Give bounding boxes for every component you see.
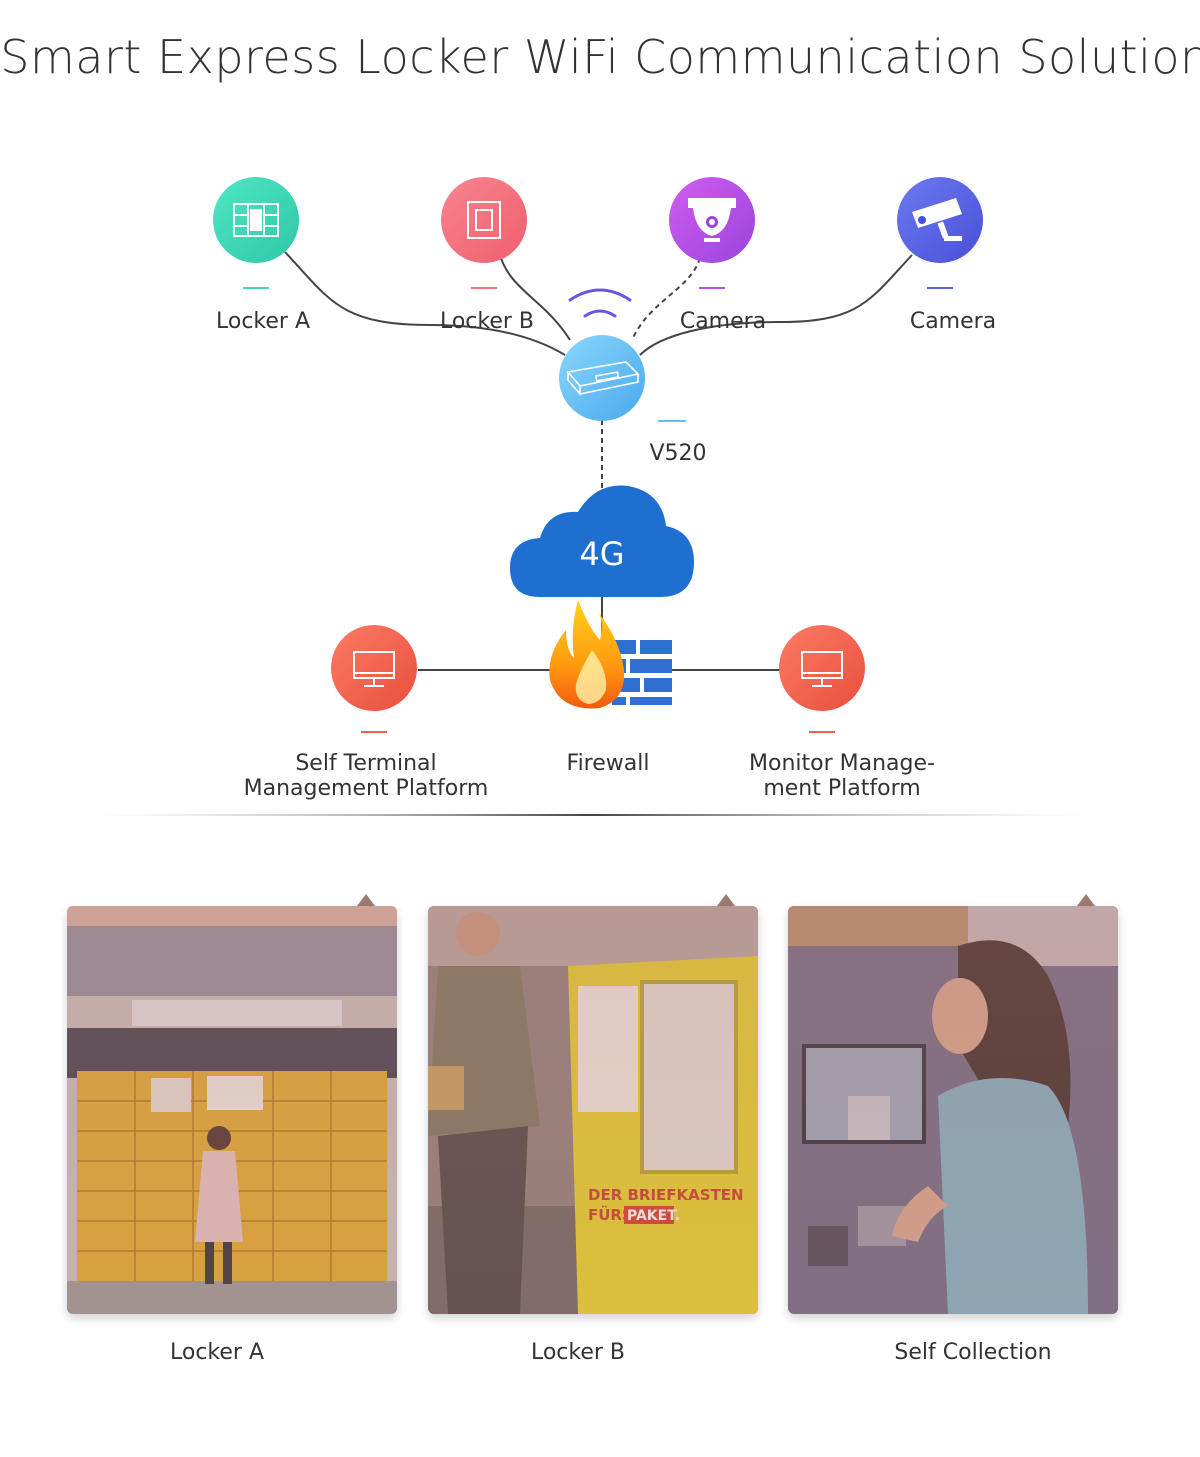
locker-door-icon [467, 201, 501, 239]
label-router: V520 [649, 441, 707, 466]
connection-lines [284, 251, 913, 671]
firewall-icon [549, 600, 672, 709]
router-icon [566, 361, 640, 397]
node-camera-2 [897, 177, 983, 289]
photo-marker [1077, 894, 1095, 906]
page-title: Smart Express Locker WiFi Communication … [0, 30, 1200, 84]
photo-marker [717, 894, 735, 906]
monitor-icon [801, 651, 843, 687]
label-monitor-platform: Monitor Manage- ment Platform [700, 751, 984, 801]
label-self-terminal-line2: Management Platform [243, 776, 489, 801]
node-router [559, 335, 686, 422]
wifi-signal-icon [568, 288, 632, 318]
security-camera-icon [912, 198, 962, 241]
photo-marker [357, 894, 375, 906]
monitor-icon [353, 651, 395, 687]
label-self-terminal-line1: Self Terminal [295, 751, 437, 776]
link-camera-2 [639, 254, 913, 356]
caption-self-collection: Self Collection [894, 1340, 1052, 1365]
cloud-icon [510, 485, 694, 597]
caption-locker-b: Locker B [530, 1340, 626, 1365]
label-firewall: Firewall [566, 751, 650, 776]
section-divider [90, 814, 1090, 816]
label-monitor-platform-line1: Monitor Manage- [749, 751, 935, 776]
node-monitor-platform [779, 625, 865, 733]
node-self-terminal [331, 625, 417, 733]
link-camera-1 [631, 257, 701, 341]
photo-locker-b: DER BRIEFKASTEN FÜRS PAKET. [428, 906, 758, 1314]
locker-icon [233, 203, 279, 237]
label-network: 4G [579, 535, 625, 573]
label-self-terminal: Self Terminal Management Platform [216, 751, 516, 801]
photo-locker-a [67, 906, 397, 1314]
label-monitor-platform-line2: ment Platform [763, 776, 921, 801]
node-camera-1 [669, 177, 755, 289]
link-locker-a [284, 251, 566, 356]
photo-self-collection [788, 906, 1118, 1314]
node-locker-b [441, 177, 527, 289]
mailbox-photo: DER BRIEFKASTEN FÜRS PAKET. [428, 906, 758, 1314]
dome-camera-icon [688, 198, 736, 242]
label-locker-a: Locker A [215, 309, 310, 334]
terminal-photo [788, 906, 1118, 1314]
node-locker-a [213, 177, 299, 289]
link-locker-b [499, 254, 571, 341]
locker-photo [67, 906, 397, 1314]
label-locker-b: Locker B [439, 309, 535, 334]
label-camera-1: Camera [679, 309, 767, 334]
caption-locker-a: Locker A [169, 1340, 264, 1365]
label-camera-2: Camera [909, 309, 997, 334]
